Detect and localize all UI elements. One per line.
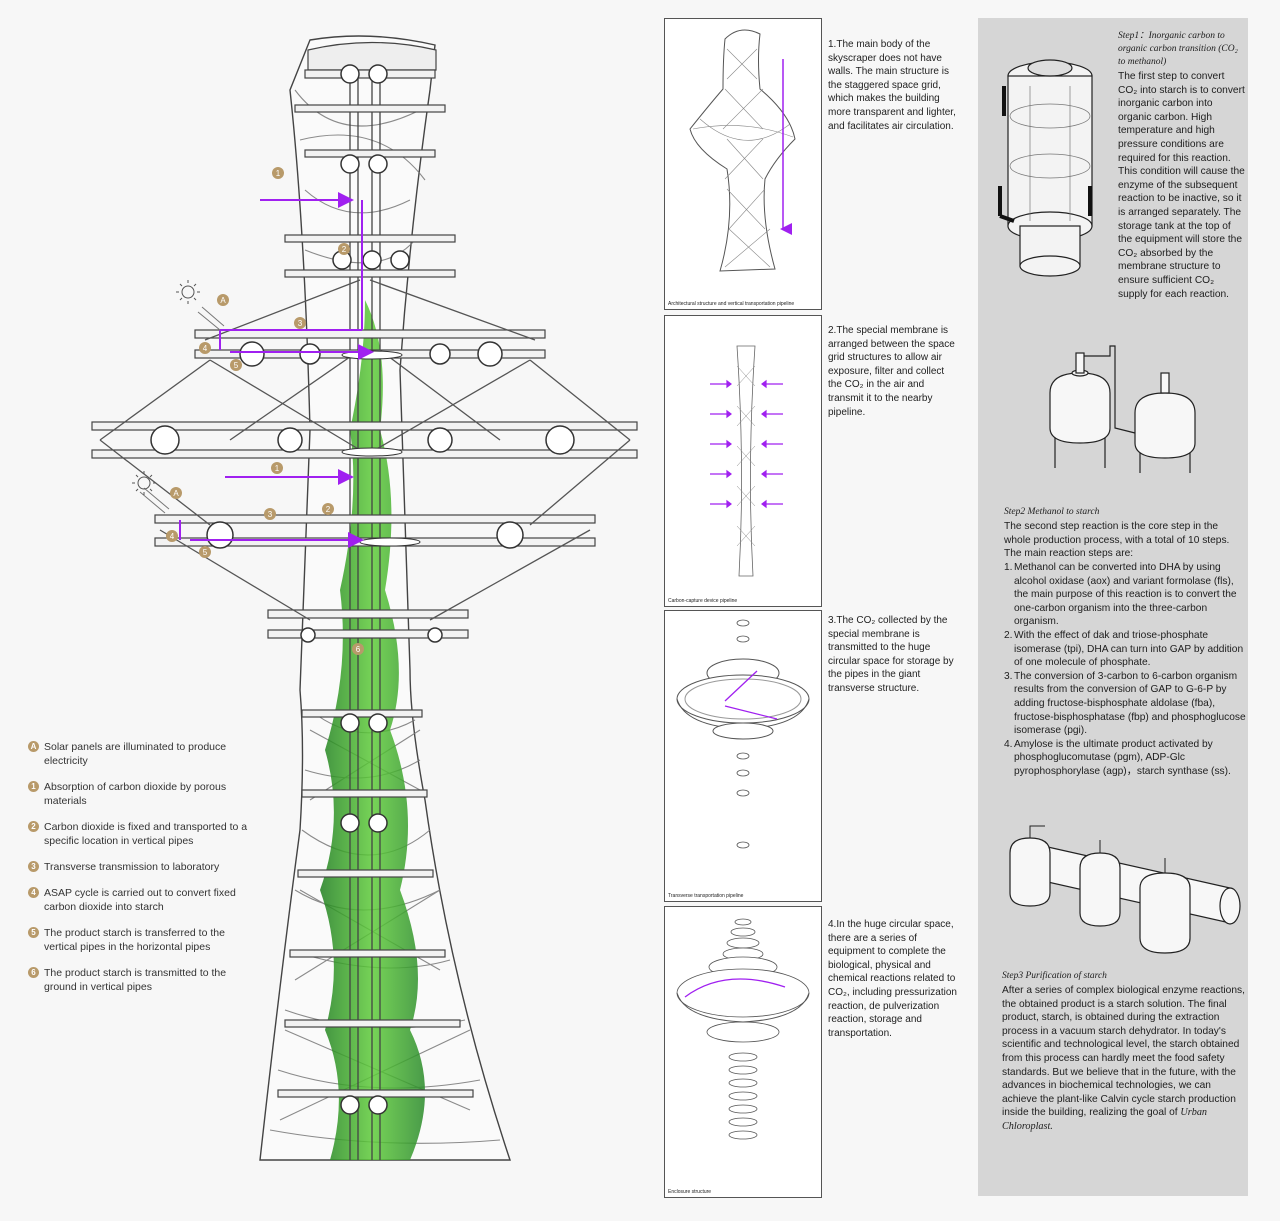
- tower-marker-3: 3: [264, 508, 276, 520]
- panel-description: 4.In the huge circular space, there are …: [828, 919, 957, 1039]
- legend-badge: 3: [28, 861, 39, 872]
- step3-title: Step3 Purification of starch: [1002, 971, 1107, 981]
- legend-badge: 4: [28, 887, 39, 898]
- legend-item: 1 Absorption of carbon dioxide by porous …: [28, 780, 258, 808]
- tower-marker-label: 1: [275, 464, 280, 473]
- tower-marker-4: 4: [199, 342, 211, 354]
- legend-text: The product starch is transmitted to the…: [44, 967, 227, 993]
- panel-caption: Enclosure structure: [668, 1189, 712, 1195]
- tower-marker-4: 4: [166, 530, 178, 542]
- panel-description: 3.The CO₂ collected by the special membr…: [828, 615, 954, 694]
- legend-badge: 6: [28, 967, 39, 978]
- tower-marker-label: 5: [203, 548, 208, 557]
- step2-intro: The second step reaction is the core ste…: [1004, 521, 1230, 560]
- legend-item: 3 Transverse transmission to laboratory: [28, 860, 258, 874]
- circular-storage-illustration: [676, 619, 810, 849]
- tower-marker-label: 2: [326, 505, 331, 514]
- tower-marker-label: 2: [342, 245, 347, 254]
- tower-marker-label: 6: [356, 645, 361, 654]
- sun-icon: [132, 471, 156, 495]
- step2-item: 4.Amylose is the ultimate product activa…: [1004, 738, 1231, 777]
- legend-badge: 2: [28, 821, 39, 832]
- enclosure-illustration: [676, 918, 810, 1140]
- legend-text: Absorption of carbon dioxide by porous m…: [44, 781, 227, 807]
- panel-caption: Transverse transportation pipeline: [668, 893, 744, 899]
- legend-text: ASAP cycle is carried out to convert fix…: [44, 887, 236, 913]
- tower-marker-A: A: [217, 294, 229, 306]
- tower-wireframe-illustration: [689, 29, 796, 272]
- tower-marker-A: A: [170, 487, 182, 499]
- tower-marker-label: 5: [234, 361, 239, 370]
- tower-marker-5: 5: [199, 546, 211, 558]
- legend-item: A Solar panels are illuminated to produce…: [28, 740, 258, 768]
- panel-transverse-transport: Transverse transportation pipeline: [664, 610, 822, 902]
- legend-badge: 1: [28, 781, 39, 792]
- dehydrator-equipment-illustration: [1009, 825, 1241, 954]
- legend-text: Transverse transmission to laboratory: [44, 861, 220, 873]
- step2-title: Step2 Methanol to starch: [1004, 507, 1100, 517]
- legend-item: 5 The product starch is transferred to th…: [28, 926, 258, 954]
- tower-marker-3: 3: [294, 317, 306, 329]
- tower-marker-2: 2: [338, 243, 350, 255]
- tower-marker-label: 1: [276, 169, 281, 178]
- tower-marker-label: 4: [170, 532, 175, 541]
- tower-marker-2: 2: [322, 503, 334, 515]
- tower-marker-label: 3: [298, 319, 303, 328]
- joint-nodes: [150, 64, 575, 1115]
- membrane-pipeline-illustration: [710, 345, 783, 577]
- tank-equipment-illustration: [1049, 345, 1196, 473]
- tower-marker-1: 1: [272, 167, 284, 179]
- legend: A Solar panels are illuminated to produce…: [28, 740, 258, 1006]
- tower-marker-6: 6: [352, 643, 364, 655]
- step2-item: 2.With the effect of dak and triose-phos…: [1004, 629, 1244, 669]
- legend-badge: A: [28, 741, 39, 752]
- tower-marker-5: 5: [230, 359, 242, 371]
- step2-list: 1.Methanol can be converted into DHA by …: [1004, 561, 1246, 779]
- panel-caption: Carbon-capture device pipeline: [668, 598, 738, 604]
- tower-marker-label: A: [173, 489, 179, 498]
- legend-item: 4 ASAP cycle is carried out to convert fi…: [28, 886, 258, 914]
- step1-title: Step1：Inorganic carbon to organic carbon…: [1118, 31, 1238, 67]
- panel-carbon-capture: Carbon-capture device pipeline: [664, 315, 822, 607]
- step1-text: The first step to convert CO₂ into starc…: [1118, 71, 1245, 300]
- legend-text: Solar panels are illuminated to produce …: [44, 741, 227, 767]
- tower-marker-label: 3: [268, 510, 273, 519]
- panel-description: 1.The main body of the skyscraper does n…: [828, 39, 956, 132]
- panel-enclosure: Enclosure structure: [664, 906, 822, 1198]
- sun-icon: [176, 280, 200, 304]
- legend-item: 6 The product starch is transmitted to th…: [28, 966, 258, 994]
- legend-text: The product starch is transferred to the…: [44, 927, 225, 953]
- step3-text: After a series of complex biological enz…: [1002, 985, 1245, 1132]
- tower-marker-label: 4: [203, 344, 208, 353]
- legend-text: Carbon dioxide is fixed and transported …: [44, 821, 248, 847]
- tower-marker-1: 1: [271, 462, 283, 474]
- goal-urban-chloroplast: Urban Chloroplast.: [1002, 1107, 1208, 1132]
- co2-flow-arrows: [179, 192, 374, 548]
- reactor-equipment-illustration: [998, 59, 1093, 277]
- process-steps-column: Step1：Inorganic carbon to organic carbon…: [978, 18, 1248, 1196]
- tower-marker-label: A: [220, 296, 226, 305]
- panel-caption: Architectural structure and vertical tra…: [668, 301, 795, 307]
- step2-item: 1.Methanol can be converted into DHA by …: [1004, 562, 1237, 628]
- step2-item: 3.The conversion of 3-carbon to 6-carbon…: [1004, 670, 1246, 737]
- legend-badge: 5: [28, 927, 39, 938]
- panel-description: 2.The special membrane is arranged betwe…: [828, 325, 955, 418]
- panel-architectural-structure: Architectural structure and vertical tra…: [664, 18, 822, 310]
- legend-item: 2 Carbon dioxide is fixed and transported…: [28, 820, 258, 848]
